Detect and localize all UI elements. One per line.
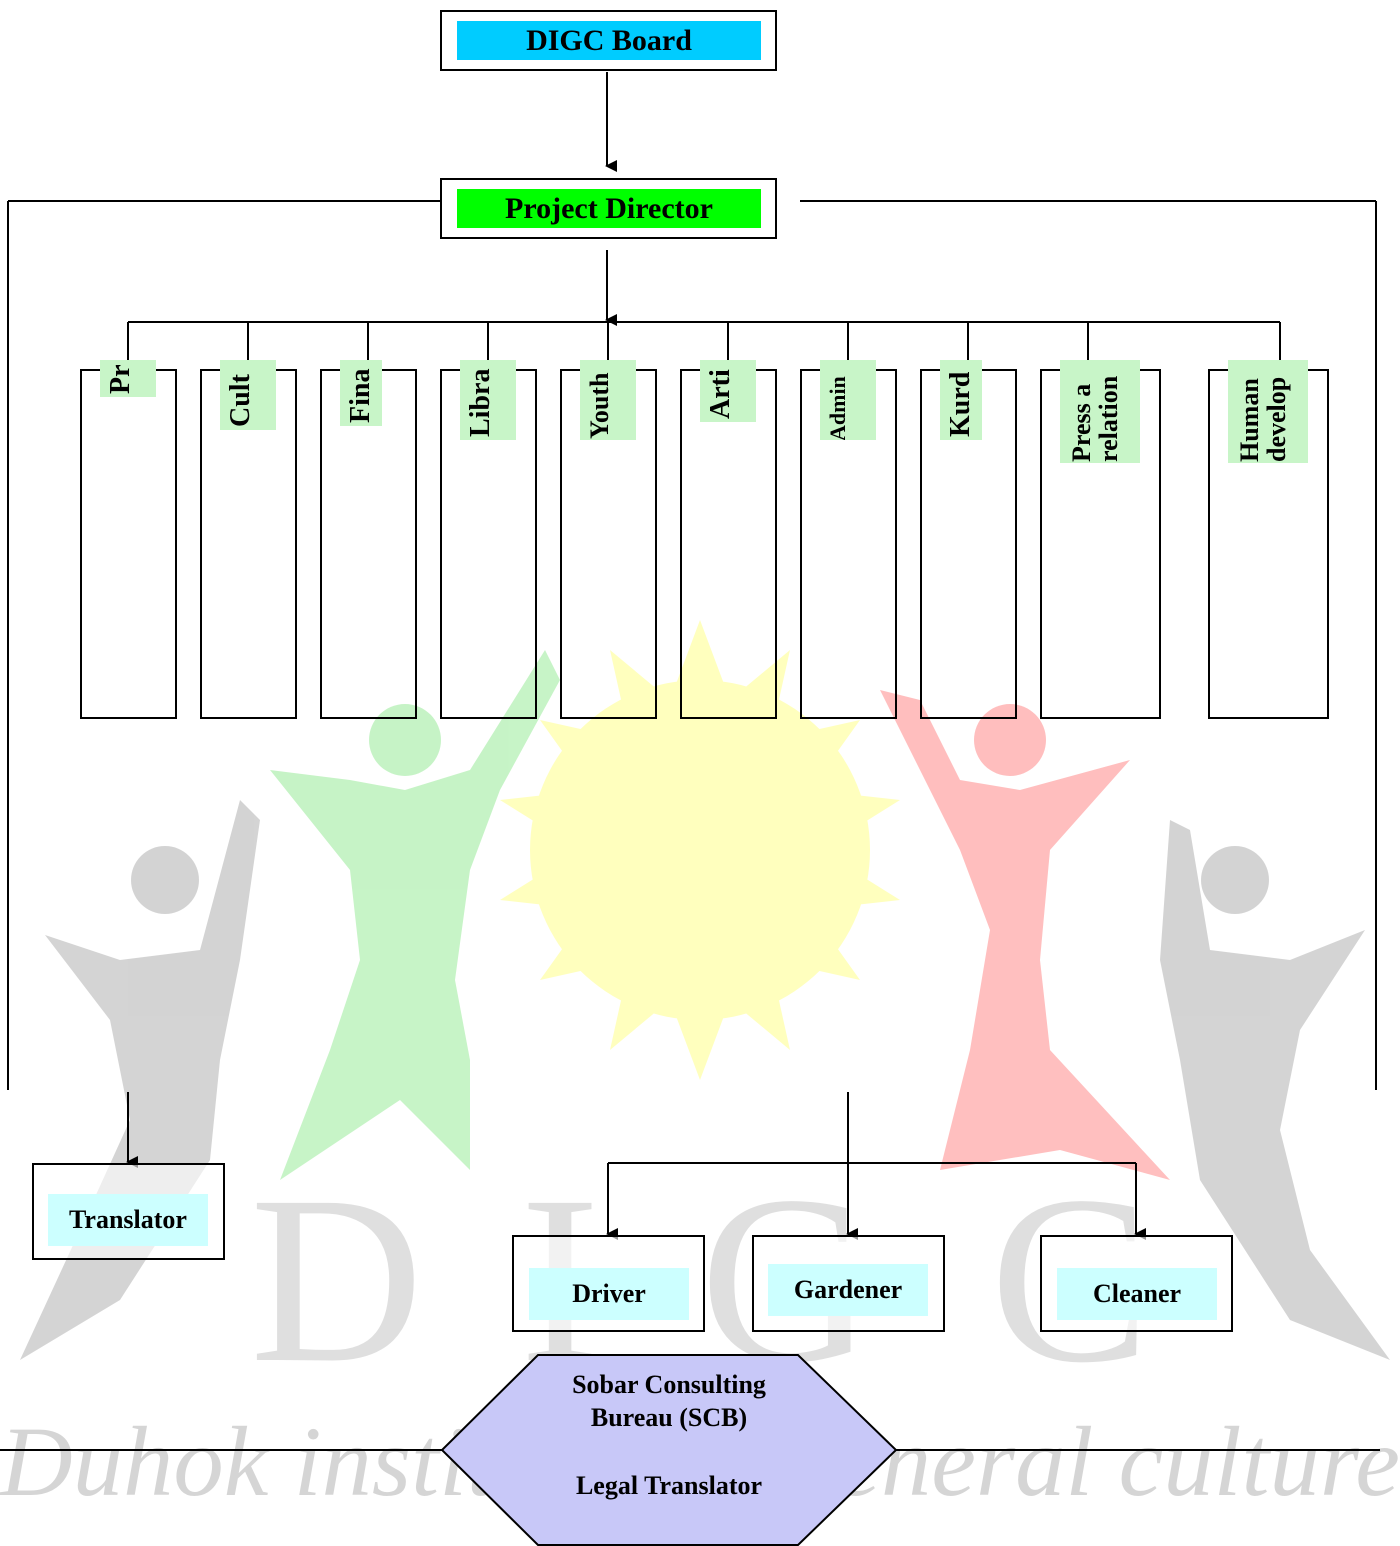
department-tag-2: Cult [220, 360, 276, 430]
consultant-name-line1: Sobar Consulting [572, 1370, 766, 1399]
department-tag-6: Arti [700, 360, 756, 422]
translator-label: Translator [48, 1194, 208, 1246]
board-box [440, 10, 777, 71]
gardener-label: Gardener [768, 1264, 928, 1316]
director-label: Project Director [457, 189, 761, 228]
watermark-letter-d: D [250, 1146, 423, 1412]
department-tag-9: Press a relation [1060, 360, 1140, 463]
department-tag-8: Kurd [940, 360, 982, 440]
department-label-5: Youth [585, 372, 614, 439]
department-label-3: Fina [345, 368, 376, 423]
department-label-4: Libra [465, 368, 496, 437]
department-label-1: Pr [105, 364, 136, 394]
department-box-1 [80, 369, 177, 719]
department-tag-5: Youth [580, 360, 636, 440]
consultant-hexagon [440, 1354, 898, 1546]
department-tag-4: Libra [460, 360, 516, 440]
sun-icon [500, 620, 900, 1080]
department-label-7: Admin [825, 376, 850, 440]
cleaner-label: Cleaner [1057, 1268, 1217, 1320]
department-label-6: Arti [705, 368, 736, 419]
department-tag-1: Pr [100, 360, 156, 397]
board-label: DIGC Board [457, 21, 761, 60]
consultant-role: Legal Translator [575, 1471, 763, 1500]
department-label-2: Cult [225, 373, 256, 427]
driver-label: Driver [529, 1268, 689, 1320]
grey-figure-right-icon [1160, 820, 1390, 1360]
department-label-8: Kurd [945, 371, 976, 437]
red-figure-icon [880, 690, 1170, 1180]
green-figure-icon [270, 650, 560, 1180]
department-label-10: Human develop [1235, 377, 1292, 463]
consultant-name-line2: Bureau (SCB) [590, 1403, 748, 1432]
grey-figure-left-icon [20, 800, 260, 1360]
department-label-9: Press a relation [1067, 376, 1124, 463]
department-tag-7: Admin [820, 360, 876, 440]
department-tag-10: Human develop [1228, 360, 1308, 463]
department-tag-3: Fina [340, 360, 382, 426]
director-box [440, 178, 777, 239]
